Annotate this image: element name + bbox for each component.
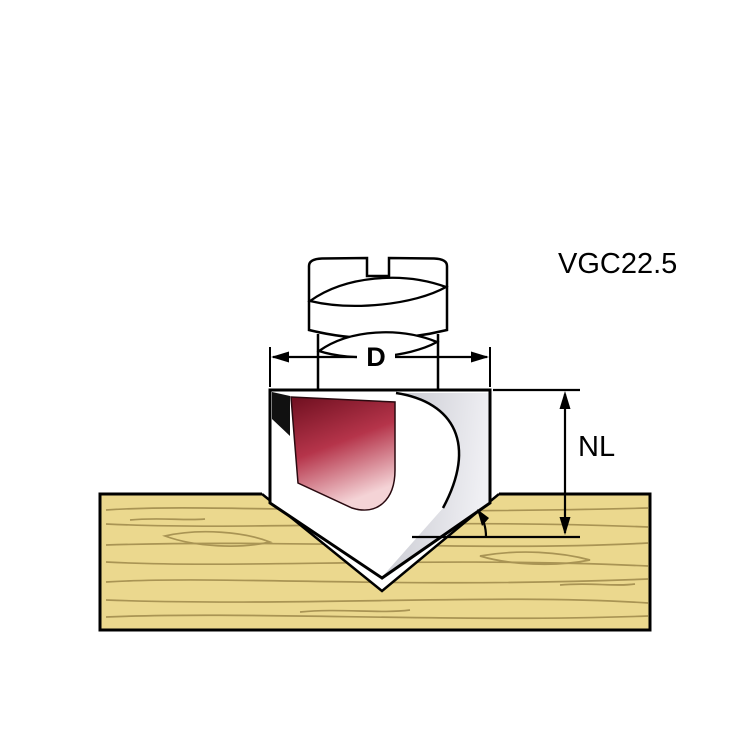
dimension-d-extension-lines [269,347,491,387]
cutter-body-curve [395,391,461,509]
dimension-nl-arrow-down-icon [559,517,571,535]
model-label: VGC22.5 [558,248,677,280]
wood-board-outline [98,492,652,632]
cutter-edge-wedge [272,392,290,436]
angle-arrow-icon [477,509,489,526]
cutter-bit [268,256,492,580]
dimension-nl-arrow-up-icon [559,391,571,409]
dimension-d-arrow-right-icon [471,351,489,363]
dimension-d: D [269,341,491,387]
shank-swirl-icon [307,276,449,307]
cutter-head-outline [268,388,492,580]
dimension-nl-label: NL [578,431,615,463]
angle-indicator [477,509,489,538]
dimension-d-arrow-left-icon [271,351,289,363]
dimension-nl: NL [412,388,615,539]
cutter-face [290,396,396,511]
dimension-d-label: D [366,342,386,372]
cutter-body-side [382,393,490,577]
